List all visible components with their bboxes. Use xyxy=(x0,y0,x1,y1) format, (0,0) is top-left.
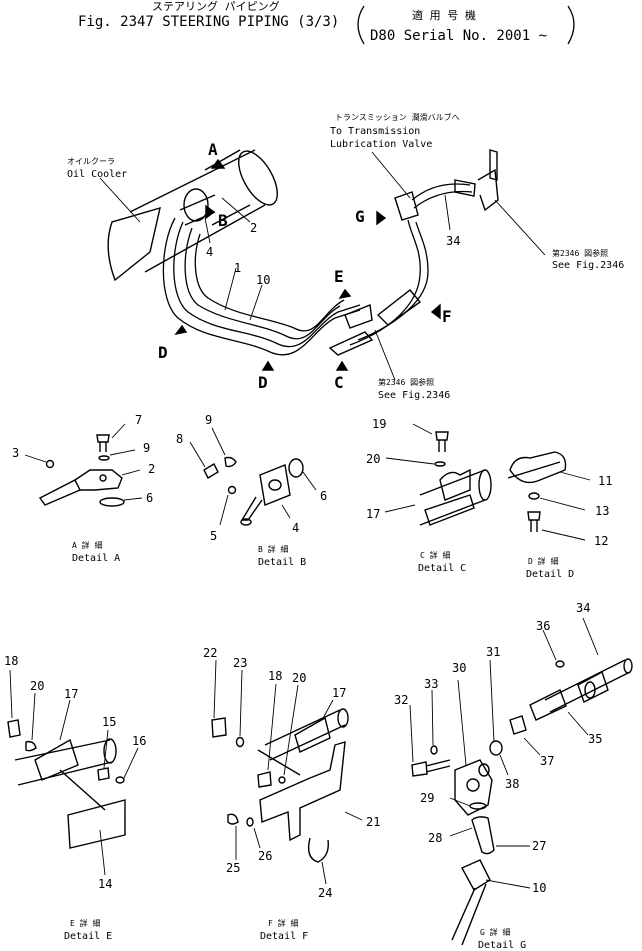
detail-g-part-32: 32 xyxy=(394,693,408,707)
detail-e-part-20: 20 xyxy=(30,679,44,693)
detail-b-title: Detail B xyxy=(258,557,306,568)
detail-f-part-25: 25 xyxy=(226,861,240,875)
see-fig-center: See Fig.2346 xyxy=(378,390,450,401)
detail-b-part-9: 9 xyxy=(205,413,212,427)
detail-a-part-3: 3 xyxy=(12,446,19,460)
see-fig-right-jp: 第2346 図参照 xyxy=(552,248,608,258)
detail-a-title-jp: A 詳 細 xyxy=(72,540,102,550)
detail-g-title: Detail G xyxy=(478,940,526,951)
detail-g-part-34: 34 xyxy=(576,601,590,615)
part-10-main: 10 xyxy=(256,273,270,287)
detail-g-part-10: 10 xyxy=(532,881,546,895)
detail-e-part-14: 14 xyxy=(98,877,112,891)
detail-c-title: Detail C xyxy=(418,563,466,574)
detail-d-drawing xyxy=(507,451,591,541)
detail-a-part-7: 7 xyxy=(135,413,142,427)
applic-serial: D80 Serial No. 2001 ~ xyxy=(370,28,547,44)
detail-g-part-27: 27 xyxy=(532,839,546,853)
detail-c-title-jp: C 詳 細 xyxy=(420,550,450,560)
detail-b-title-jp: B 詳 細 xyxy=(258,544,288,554)
arrow-label-F: F xyxy=(442,307,452,326)
detail-e-title-jp: E 詳 細 xyxy=(70,918,100,928)
arrow-label-B: B xyxy=(218,211,228,230)
detail-b-part-5: 5 xyxy=(210,529,217,543)
arrow-label-C: C xyxy=(334,373,344,392)
detail-g-part-36: 36 xyxy=(536,619,550,633)
detail-c-part-19: 19 xyxy=(372,417,386,431)
detail-e-part-18: 18 xyxy=(4,654,18,668)
trans-label-jp: トランスミッション 潤滑バルブへ xyxy=(335,112,460,122)
detail-f-part-18: 18 xyxy=(268,669,282,683)
oil-cooler-label: Oil Cooler xyxy=(67,169,127,180)
detail-d-part-12: 12 xyxy=(594,534,608,548)
detail-f-part-17: 17 xyxy=(332,686,346,700)
detail-a-title: Detail A xyxy=(72,553,120,564)
detail-f-part-21: 21 xyxy=(366,815,380,829)
detail-c-drawing xyxy=(384,423,492,526)
detail-g-part-29: 29 xyxy=(420,791,434,805)
applic-jp: 適 用 号 機 xyxy=(412,8,476,22)
arrow-label-D1: D xyxy=(158,343,168,362)
detail-f-title-jp: F 詳 細 xyxy=(268,918,298,928)
detail-g-part-35: 35 xyxy=(588,732,602,746)
arrow-label-D2: D xyxy=(258,373,268,392)
detail-b-drawing xyxy=(189,427,317,526)
detail-a-part-6: 6 xyxy=(146,491,153,505)
detail-f-part-22: 22 xyxy=(203,646,217,660)
detail-b-part-6: 6 xyxy=(320,489,327,503)
detail-g-part-28: 28 xyxy=(428,831,442,845)
part-1-main: 1 xyxy=(234,261,241,275)
title-jp: ステアリング パイピング xyxy=(152,0,280,13)
detail-d-part-13: 13 xyxy=(595,504,609,518)
trans-label-2: Lubrication Valve xyxy=(330,139,432,150)
detail-a-part-2: 2 xyxy=(148,462,155,476)
detail-g-title-jp: G 詳 細 xyxy=(480,927,510,937)
part-34-main: 34 xyxy=(446,234,460,248)
see-fig-right: See Fig.2346 xyxy=(552,260,624,271)
detail-g-part-37: 37 xyxy=(540,754,554,768)
detail-g-part-31: 31 xyxy=(486,645,500,659)
detail-e-part-16: 16 xyxy=(132,734,146,748)
detail-d-part-11: 11 xyxy=(598,474,612,488)
detail-e-drawing xyxy=(7,669,139,876)
arrow-label-E: E xyxy=(334,267,344,286)
detail-f-drawing xyxy=(211,659,363,885)
detail-c-part-17: 17 xyxy=(366,507,380,521)
detail-g-part-38: 38 xyxy=(505,777,519,791)
applic-bracket-right xyxy=(567,5,575,45)
detail-f-part-20: 20 xyxy=(292,671,306,685)
arrow-label-A: A xyxy=(208,140,218,159)
detail-f-part-26: 26 xyxy=(258,849,272,863)
trans-label-1: To Transmission xyxy=(330,126,420,137)
detail-e-part-17: 17 xyxy=(64,687,78,701)
detail-c-part-20: 20 xyxy=(366,452,380,466)
detail-d-title: Detail D xyxy=(526,569,574,580)
detail-f-part-24: 24 xyxy=(318,886,332,900)
detail-a-drawing xyxy=(24,423,143,507)
figure-title: Fig. 2347 STEERING PIPING (3/3) xyxy=(78,14,339,30)
oil-cooler-label-jp: オイルクーラ xyxy=(67,157,115,166)
part-2-main: 2 xyxy=(250,221,257,235)
detail-a-part-9: 9 xyxy=(143,441,150,455)
applic-bracket-left xyxy=(357,5,365,45)
part-4-main: 4 xyxy=(206,245,213,259)
detail-f-title: Detail F xyxy=(260,931,308,942)
detail-b-part-8: 8 xyxy=(176,432,183,446)
detail-f-part-23: 23 xyxy=(233,656,247,670)
detail-b-part-4: 4 xyxy=(292,521,299,535)
main-assembly xyxy=(99,149,546,381)
detail-g-drawing xyxy=(409,617,633,946)
detail-d-title-jp: D 詳 細 xyxy=(528,556,558,566)
detail-g-part-33: 33 xyxy=(424,677,438,691)
detail-e-title: Detail E xyxy=(64,931,112,942)
see-fig-center-jp: 第2346 図参照 xyxy=(378,377,434,387)
arrow-label-G: G xyxy=(355,207,365,226)
detail-e-part-15: 15 xyxy=(102,715,116,729)
detail-g-part-30: 30 xyxy=(452,661,466,675)
